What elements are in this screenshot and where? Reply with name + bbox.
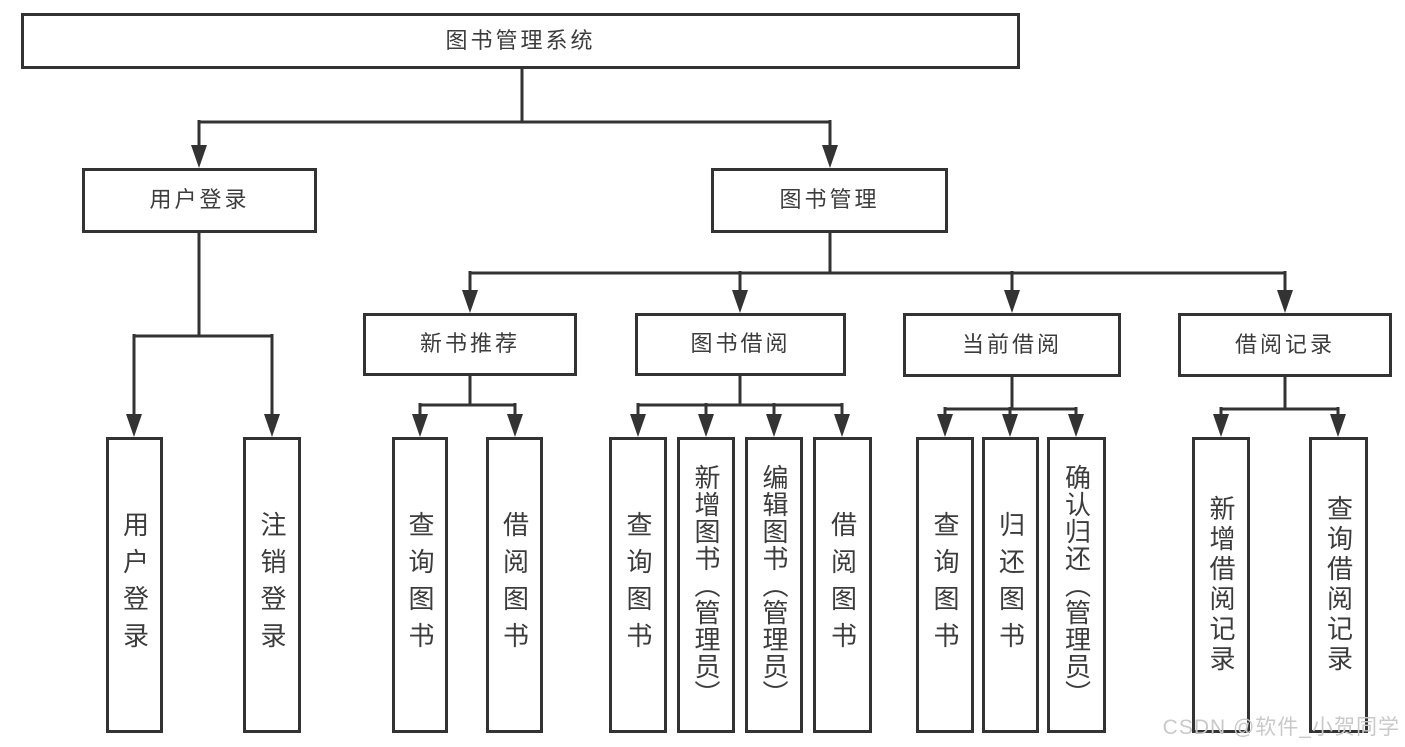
leaf-borrow-books-borrowing: 借阅图书: [813, 437, 872, 733]
leaf-query-books-borrowing-label: 查询图书: [623, 511, 653, 659]
node-user-login: 用户登录: [82, 168, 317, 233]
node-current-borrowing: 当前借阅: [903, 313, 1121, 377]
leaf-edit-books-admin-label: 编辑图书（管理员）: [759, 463, 789, 707]
node-borrowing-records-label: 借阅记录: [1234, 331, 1335, 357]
leaf-confirm-return-admin-label: 确认归还（管理员）: [1061, 463, 1092, 707]
node-current-borrowing-label: 当前借阅: [961, 331, 1062, 357]
node-user-login-label: 用户登录: [149, 187, 250, 213]
node-book-management: 图书管理: [711, 168, 948, 233]
leaf-query-books-recommend: 查询图书: [392, 437, 448, 733]
leaf-query-books-current: 查询图书: [916, 437, 974, 733]
leaf-user-login-label: 用户登录: [119, 511, 150, 659]
csdn-watermark: CSDN @软件_小贺同学: [1162, 716, 1400, 739]
node-root: 图书管理系统: [21, 13, 1020, 69]
leaf-user-login: 用户登录: [106, 437, 163, 733]
node-new-book-recommend-label: 新书推荐: [419, 331, 520, 357]
leaf-return-books: 归还图书: [982, 437, 1039, 733]
node-book-borrowing: 图书借阅: [635, 313, 846, 376]
leaf-add-borrow-record: 新增借阅记录: [1192, 437, 1250, 733]
node-book-borrowing-label: 图书借阅: [690, 331, 791, 357]
leaf-query-books-borrowing: 查询图书: [609, 437, 667, 733]
leaf-query-borrow-record-label: 查询借阅记录: [1323, 495, 1354, 675]
node-new-book-recommend: 新书推荐: [363, 313, 577, 376]
leaf-borrow-books-recommend-label: 借阅图书: [499, 511, 530, 659]
node-borrowing-records: 借阅记录: [1178, 313, 1392, 377]
leaf-edit-books-admin: 编辑图书（管理员）: [745, 437, 803, 733]
leaf-logout-login-label: 注销登录: [257, 511, 287, 659]
leaf-borrow-books-recommend: 借阅图书: [486, 437, 543, 733]
leaf-logout-login: 注销登录: [243, 437, 301, 733]
leaf-confirm-return-admin: 确认归还（管理员）: [1047, 437, 1106, 733]
leaf-query-books-current-label: 查询图书: [930, 511, 960, 659]
node-book-management-label: 图书管理: [779, 187, 880, 213]
leaf-query-books-recommend-label: 查询图书: [405, 511, 435, 659]
leaf-add-books-admin-label: 新增图书（管理员）: [691, 463, 721, 707]
leaf-add-borrow-record-label: 新增借阅记录: [1206, 495, 1236, 675]
leaf-return-books-label: 归还图书: [995, 511, 1026, 659]
node-root-label: 图书管理系统: [445, 27, 596, 53]
leaf-add-books-admin: 新增图书（管理员）: [677, 437, 735, 733]
leaf-query-borrow-record: 查询借阅记录: [1309, 437, 1368, 733]
leaf-borrow-books-borrowing-label: 借阅图书: [827, 511, 858, 659]
